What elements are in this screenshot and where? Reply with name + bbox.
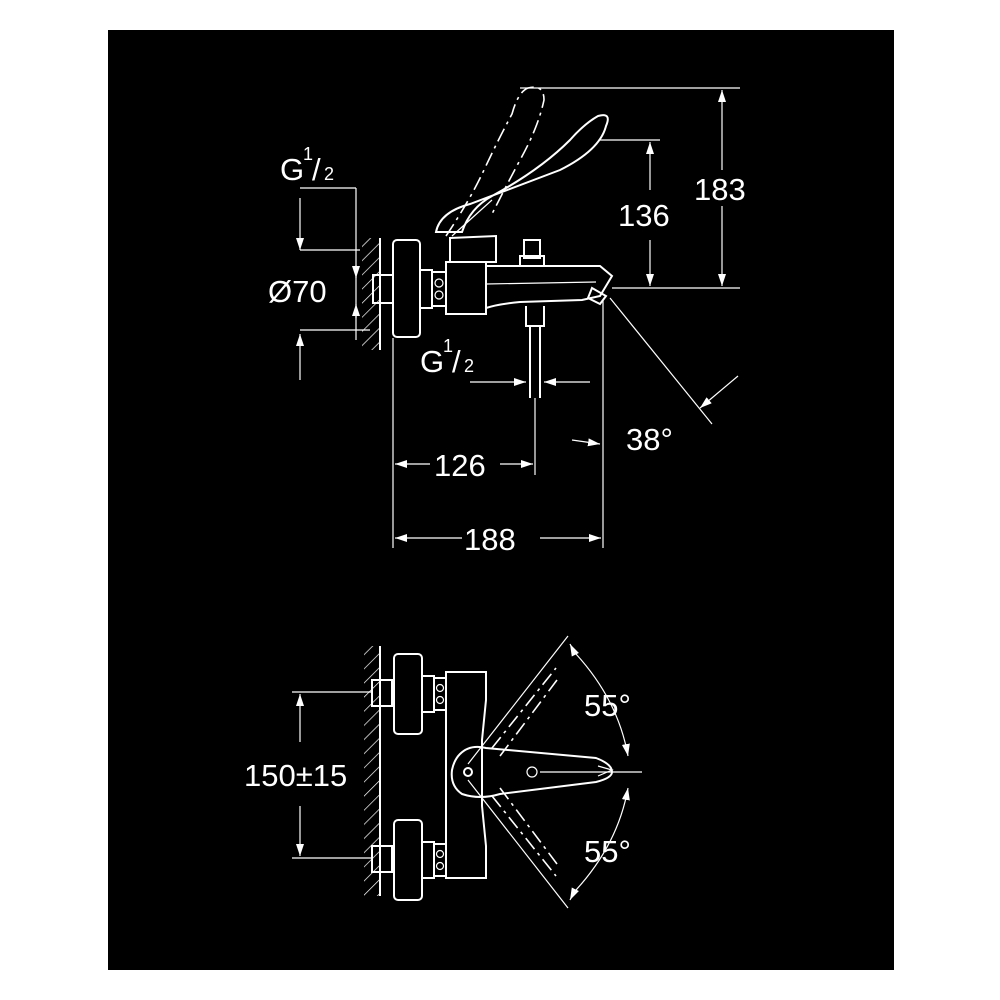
lever-handle-side — [434, 114, 609, 233]
diverter-knob-side — [523, 239, 541, 259]
nut-lower-top — [421, 841, 447, 879]
thread-label-outlet-num: 1 — [443, 336, 453, 356]
thread-label-outlet-prefix: G — [420, 344, 444, 379]
dim-183-label: 183 — [694, 172, 746, 207]
thread-label-top-prefix: G — [280, 152, 304, 187]
dim-126-label: 126 — [434, 448, 486, 483]
dim-150-label: 150±15 — [244, 758, 347, 793]
drawing-panel: G 1 / 2 Ø70 G 1 / 2 126 188 136 — [108, 30, 894, 970]
lever-right-dashed — [491, 795, 557, 877]
diameter-label: Ø70 — [268, 274, 327, 309]
dim-188-label: 188 — [464, 522, 516, 557]
lever-base-side — [449, 234, 497, 263]
connector-nut-side — [419, 269, 447, 309]
wall-hatch-top — [364, 646, 380, 896]
technical-drawing: G 1 / 2 Ø70 G 1 / 2 126 188 136 — [244, 86, 746, 909]
thread-label-top-num: 1 — [303, 144, 313, 164]
thread-label-outlet-den: 2 — [464, 356, 474, 376]
lever-handle-top — [450, 745, 614, 798]
thread-fraction-slash-top: / — [312, 152, 321, 187]
lever-left-dashed — [491, 667, 557, 749]
angle-55-upper-label: 55° — [584, 688, 631, 723]
rosette-upper-top — [393, 653, 423, 735]
outlet-pipe-side — [525, 306, 545, 327]
side-view: G 1 / 2 Ø70 G 1 / 2 126 188 136 — [268, 86, 746, 557]
dim-136-label: 136 — [618, 198, 670, 233]
thread-label-top-den: 2 — [324, 164, 334, 184]
rosette-lower-top — [393, 819, 423, 901]
wall-rosette-side — [392, 239, 421, 338]
angle-55-lower-label: 55° — [584, 834, 631, 869]
nut-upper-top — [421, 675, 447, 713]
top-view: 55° 55° 150±15 — [244, 635, 642, 909]
wall-hatch-side — [362, 238, 380, 350]
mixer-body-side — [445, 261, 487, 315]
lever-raised-dashed — [445, 86, 545, 237]
mixer-body-top — [445, 671, 487, 879]
angle-38-label: 38° — [626, 422, 673, 457]
spout-side — [485, 265, 614, 310]
thread-fraction-slash-outlet: / — [452, 344, 461, 379]
